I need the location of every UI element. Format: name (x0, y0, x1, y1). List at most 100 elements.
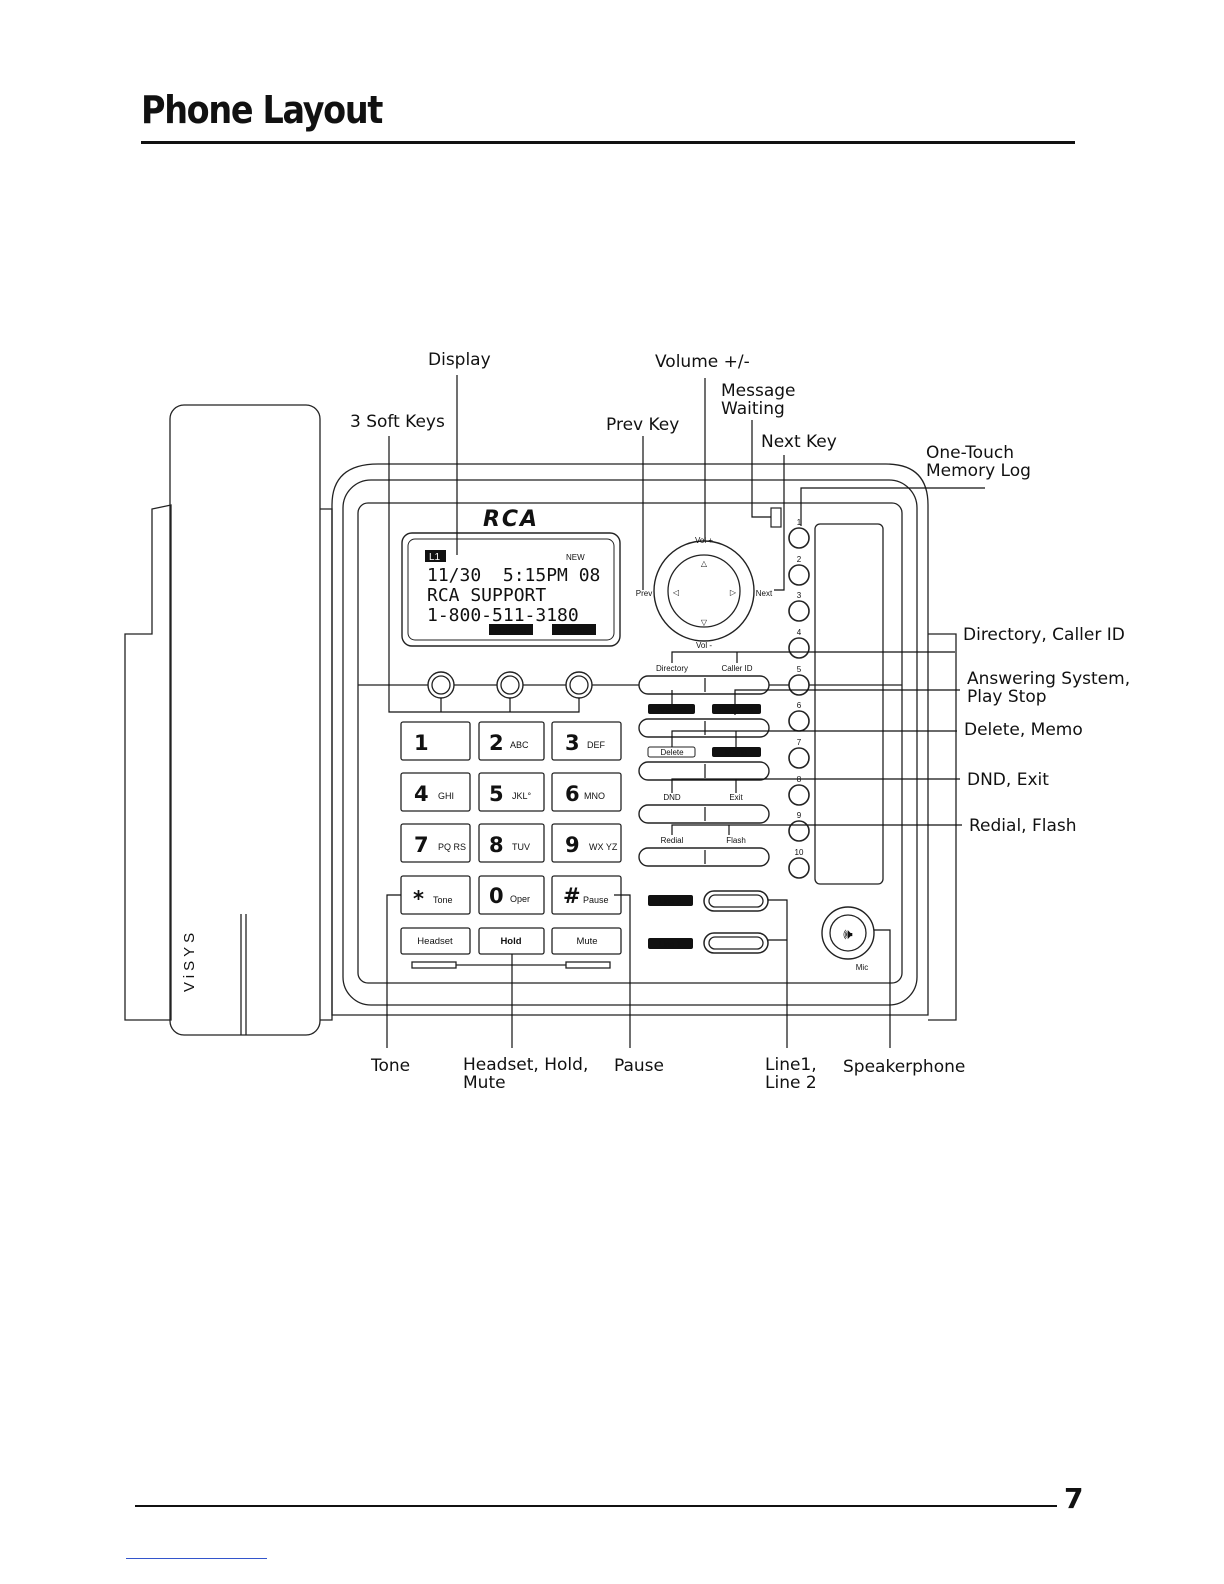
callout-tone: Tone (370, 1056, 410, 1076)
callout-one-touch-1: One-Touch (926, 443, 1014, 463)
svg-text:2: 2 (489, 731, 504, 755)
headset-key[interactable]: Headset (400, 927, 471, 955)
key-2[interactable]: 2 ABC (478, 721, 545, 761)
line-keys: Line 2 Line 1 (648, 890, 769, 954)
memory-key-1[interactable]: 1 (788, 518, 810, 549)
callout-pause: Pause (614, 1056, 664, 1076)
callout-delete-memo: Delete, Memo (964, 720, 1083, 740)
svg-text:DEF: DEF (587, 740, 606, 750)
page-title: Phone Layout (141, 88, 383, 132)
svg-text:1: 1 (414, 731, 429, 755)
memory-key-4[interactable]: 4 (788, 628, 810, 659)
svg-text:Hold: Hold (500, 936, 521, 947)
dnd-label: DND (663, 793, 681, 802)
callout-answering-2: Play Stop (967, 687, 1047, 707)
display-line-3: 1-800-511-3180 (427, 605, 579, 626)
svg-text:2: 2 (797, 555, 802, 564)
callout-redial-flash: Redial, Flash (969, 816, 1077, 836)
ans-sys-label: Ans Sys (657, 705, 686, 714)
svg-text:8: 8 (489, 833, 504, 857)
callout-soft-keys: 3 Soft Keys (350, 412, 445, 432)
key-star-tone[interactable]: * Tone (400, 875, 471, 915)
delete-label: Delete (660, 748, 684, 757)
handset-brand: ViSYS (181, 929, 198, 992)
svg-text:7: 7 (797, 738, 802, 747)
lcd-display: L1 NEW 11/30 5:15PM 08 RCA SUPPORT 1-800… (401, 532, 621, 647)
svg-text:6: 6 (565, 782, 580, 806)
vol-down-label: Vol - (696, 641, 712, 650)
memory-key-2[interactable]: 2 (788, 555, 810, 586)
soft-label-format: FORMAT (494, 626, 527, 635)
key-1[interactable]: 1 (400, 721, 471, 761)
callout-labels: Display Volume +/- Message Waiting 3 Sof… (350, 350, 1130, 1093)
svg-text:5: 5 (797, 665, 802, 674)
delete-memo-key[interactable] (638, 761, 770, 781)
svg-text:TUV: TUV (512, 842, 530, 852)
memo-label: Memo (725, 748, 748, 757)
svg-text:ABC: ABC (510, 740, 529, 750)
svg-text:MNO: MNO (584, 791, 605, 801)
navigation-pad: △ ▽ ◁ ▷ Vol + Vol - Prev Next (636, 536, 773, 650)
key-6[interactable]: 6 MNO (551, 772, 622, 812)
hold-key[interactable]: Hold (478, 927, 545, 955)
svg-text:Pause: Pause (583, 895, 609, 905)
message-waiting-light (770, 507, 782, 528)
leader-lines (386, 375, 985, 1048)
mute-key[interactable]: Mute (551, 927, 622, 955)
svg-text:Tone: Tone (433, 895, 453, 905)
redial-flash-key[interactable] (638, 847, 770, 867)
memory-key-3[interactable]: 3 (788, 591, 810, 622)
memory-key-6[interactable]: 6 (788, 701, 810, 732)
handset: ViSYS (124, 404, 333, 1036)
callout-line-1: Line1, (765, 1055, 817, 1075)
play-stop-label: Play/Stop (719, 705, 754, 714)
memory-key-9[interactable]: 9 (788, 811, 810, 842)
down-arrow-icon: ▽ (701, 618, 708, 627)
key-4[interactable]: 4 GHI (400, 772, 471, 812)
right-arrow-icon: ▷ (730, 588, 737, 597)
callout-headset-1: Headset, Hold, (463, 1055, 588, 1075)
memory-key-10[interactable]: 10 (788, 848, 810, 879)
line1-label: Line 1 (659, 940, 681, 949)
title-rule (141, 141, 1075, 144)
svg-text:0: 0 (489, 884, 504, 908)
callout-display: Display (428, 350, 491, 370)
svg-text:10: 10 (795, 848, 804, 857)
ans-sys-play-stop-key[interactable] (638, 718, 770, 738)
key-0-oper[interactable]: 0 Oper (478, 875, 545, 915)
nav-center[interactable] (667, 554, 741, 628)
svg-text:9: 9 (797, 811, 802, 820)
svg-text:4: 4 (414, 782, 429, 806)
dnd-exit-key[interactable] (638, 804, 770, 824)
directory-caller-id-key[interactable] (638, 675, 770, 695)
svg-text:*: * (413, 887, 424, 911)
footer-rule (135, 1505, 1057, 1507)
svg-text:4: 4 (797, 628, 802, 637)
callout-next-key: Next Key (761, 432, 837, 452)
key-8[interactable]: 8 TUV (478, 823, 545, 863)
svg-text:Oper: Oper (510, 894, 530, 904)
callout-message-waiting-1: Message (721, 381, 796, 401)
key-hash-pause[interactable]: #Pause (551, 875, 622, 915)
caller-id-label: Caller ID (721, 664, 752, 673)
svg-text:Mute: Mute (576, 936, 597, 947)
display-line-2: RCA SUPPORT (427, 585, 546, 606)
line1-key[interactable] (703, 932, 769, 954)
new-indicator: NEW (566, 553, 585, 562)
svg-text:WX YZ: WX YZ (589, 842, 618, 852)
callout-one-touch-2: Memory Log (926, 461, 1031, 481)
callout-volume: Volume +/- (655, 352, 750, 372)
callout-message-waiting-2: Waiting (721, 399, 785, 419)
callout-line-2: Line 2 (765, 1073, 817, 1093)
svg-text:GHI: GHI (438, 791, 454, 801)
svg-text:3: 3 (797, 591, 802, 600)
memory-key-7[interactable]: 7 (788, 738, 810, 769)
svg-text:6: 6 (797, 701, 802, 710)
page-number: 7 (1064, 1482, 1084, 1515)
line2-key[interactable] (703, 890, 769, 912)
